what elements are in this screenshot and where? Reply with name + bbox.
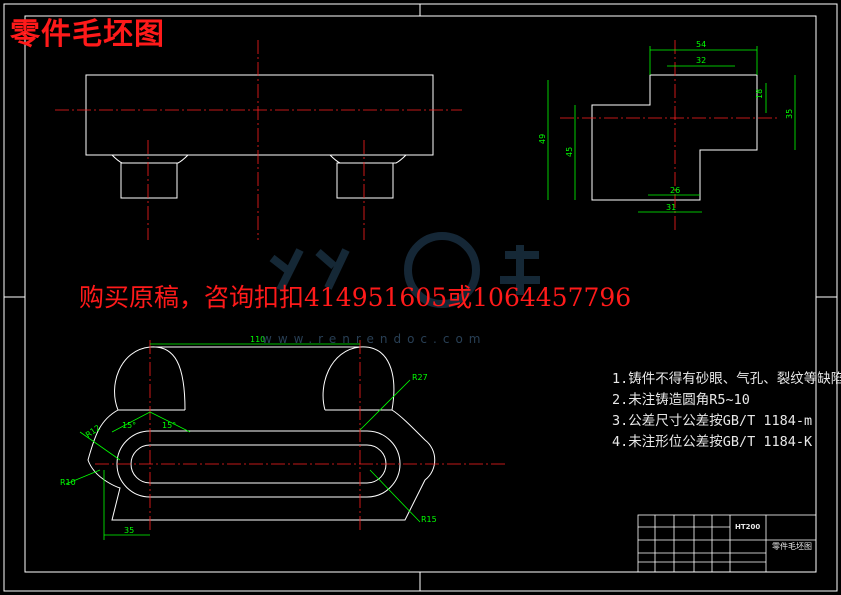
front-view [85,74,434,199]
purchase-banner: 购买原稿，咨询扣扣414951605或1064457796 [79,283,632,312]
plan-view-dimensions [65,343,421,540]
dim-r15: R15 [421,515,437,524]
side-view-dimensions [547,46,796,213]
dim-angle-left: 15° [122,421,136,430]
dim-r27: R27 [412,373,428,382]
note-item: 4.未注形位公差按GB/T 1184-K [612,434,813,450]
dim-54: 54 [696,40,706,49]
dim-49: 49 [538,134,547,144]
dim-r10: R10 [60,478,76,487]
dim-35: 35 [785,109,794,119]
dim-32: 32 [696,56,706,65]
front-view-centerlines [55,40,462,240]
title-block [637,514,817,573]
note-item: 2.未注铸造圆角R5~10 [612,392,750,408]
dim-18: 18 [755,89,764,99]
watermark-logo [269,232,540,308]
technical-notes: 1.铸件不得有砂眼、气孔、裂纹等缺陷 2.未注铸造圆角R5~10 3.公差尺寸公… [612,369,841,453]
dim-110: 110 [250,335,265,344]
drawing-title: 零件毛坯图 [10,17,165,52]
dim-angle-right: 15° [162,421,176,430]
dim-26: 26 [670,186,680,195]
side-view [591,74,758,201]
title-block-name: 零件毛坯图 [772,542,812,551]
dim-r12: R12 [84,423,102,439]
dim-31: 31 [666,203,676,212]
title-block-material: HT200 [735,523,761,531]
dim-offset: 35 [124,526,134,535]
note-item: 1.铸件不得有砂眼、气孔、裂纹等缺陷 [612,371,841,387]
dim-45: 45 [565,147,574,157]
note-item: 3.公差尺寸公差按GB/T 1184-m [612,413,813,429]
watermark-url: www.renrendoc.com [262,332,487,346]
plan-view [87,346,436,521]
